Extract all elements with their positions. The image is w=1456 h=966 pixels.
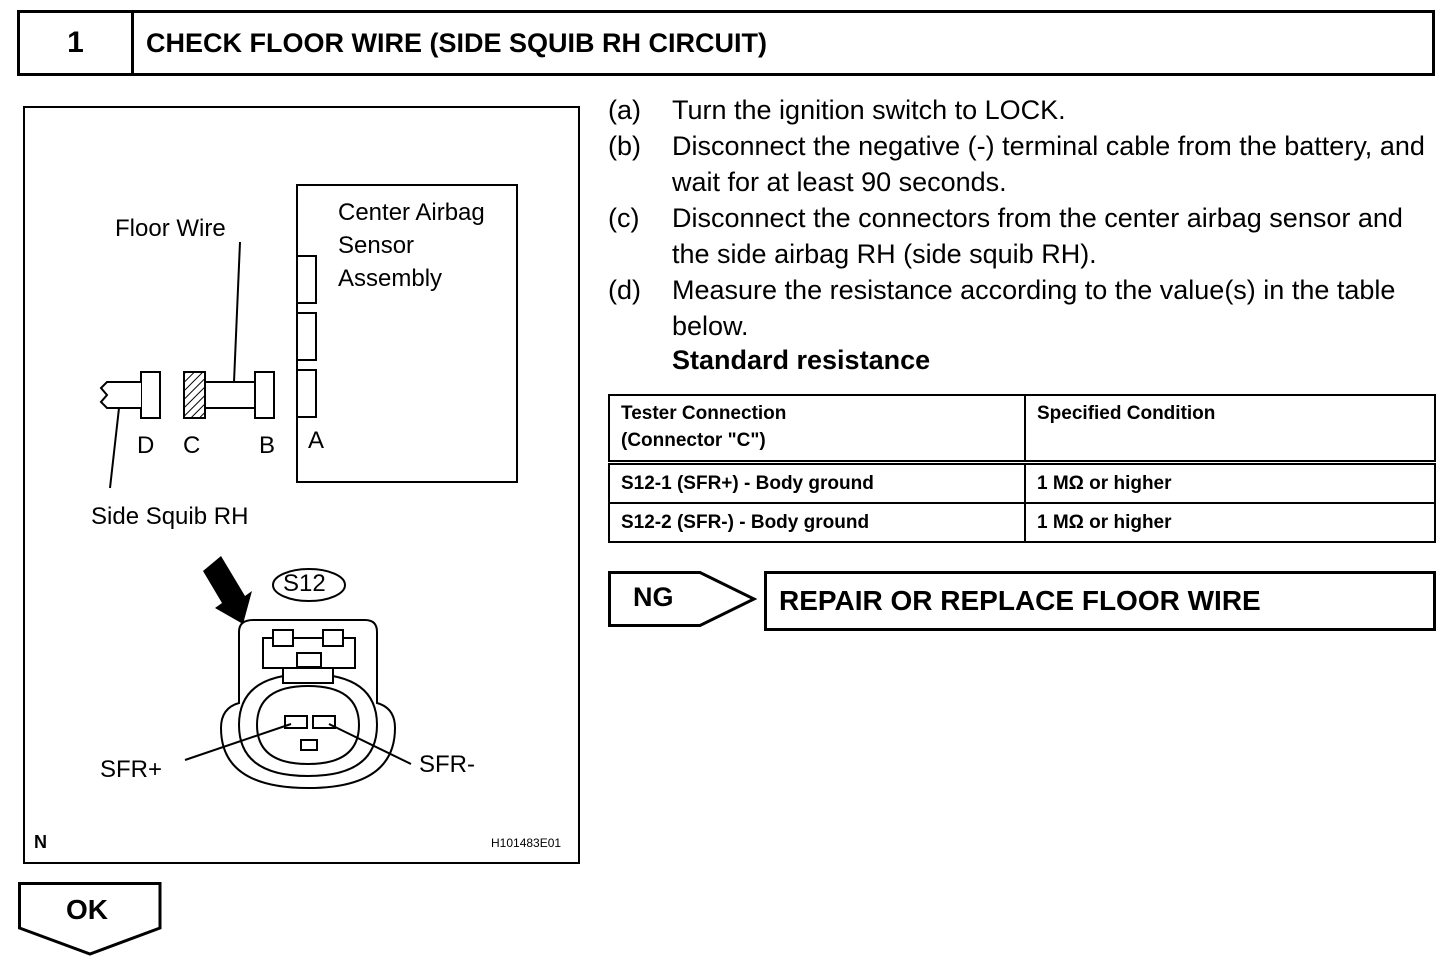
wiring-figure: Floor Wire Center Airbag Sensor Assembly… (23, 106, 580, 864)
floor-wire-leader (233, 241, 241, 383)
ok-arrow-shape (18, 882, 162, 956)
center-sensor-label-3: Assembly (338, 265, 443, 292)
sfr-minus-label: SFR- (419, 751, 475, 778)
step-number: 1 (20, 13, 134, 73)
step-text: Measure the resistance according to the … (672, 275, 1396, 341)
connector-d (140, 371, 161, 419)
floor-wire-label: Floor Wire (115, 215, 226, 242)
instruction-step: (d) Measure the resistance according to … (608, 272, 1438, 344)
floor-wire-body (204, 381, 256, 409)
squib-stub (99, 381, 141, 409)
step-letter: (c) (608, 203, 640, 233)
cell-connection: S12-1 (SFR+) - Body ground (608, 461, 1026, 504)
table-row: S12-1 (SFR+) - Body ground 1 MΩ or highe… (608, 461, 1436, 504)
table-row: S12-2 (SFR-) - Body ground 1 MΩ or highe… (608, 502, 1436, 543)
side-squib-leader (109, 407, 120, 489)
ng-result-box: REPAIR OR REPLACE FLOOR WIRE (764, 571, 1436, 631)
side-squib-label: Side Squib RH (91, 503, 249, 530)
step-letter: (b) (608, 131, 641, 161)
connector-b-label: B (259, 432, 276, 459)
center-sensor-box (296, 184, 518, 483)
sfr-plus-label: SFR+ (100, 756, 163, 783)
figure-code: H101483E01 (491, 836, 562, 850)
sensor-slot-top (296, 255, 317, 304)
instruction-step: (c) Disconnect the connectors from the c… (608, 200, 1438, 272)
instruction-step: (b) Disconnect the negative (-) terminal… (608, 128, 1438, 200)
connector-b (254, 371, 275, 419)
connector-c (183, 371, 206, 419)
cell-connection: S12-2 (SFR-) - Body ground (608, 502, 1026, 543)
connector-c-label: C (183, 432, 201, 459)
step-letter: (d) (608, 275, 641, 305)
center-sensor-label-2: Sensor (338, 232, 415, 259)
step-title: CHECK FLOOR WIRE (SIDE SQUIB RH CIRCUIT) (146, 27, 767, 58)
corner-mark: N (34, 832, 47, 852)
connector-id-oval (272, 568, 346, 602)
connector-id-label: S12 (283, 570, 326, 597)
ng-label: NG (633, 582, 674, 612)
resistance-table: Tester Connection (Connector "C") Specif… (608, 394, 1436, 543)
cell-condition: 1 MΩ or higher (1024, 461, 1436, 504)
step-header: 1 CHECK FLOOR WIRE (SIDE SQUIB RH CIRCUI… (17, 10, 1435, 76)
sfr-minus-leader (328, 723, 412, 765)
ng-arrow-shape (608, 571, 758, 627)
step-letter: (a) (608, 95, 641, 125)
center-sensor-label-1: Center Airbag (338, 199, 485, 226)
step-text: Disconnect the negative (-) terminal cab… (672, 131, 1425, 197)
sensor-slot-bottom (296, 369, 317, 418)
sfr-plus-leader (184, 723, 292, 761)
ok-label: OK (66, 894, 108, 925)
header-tester-connection: Tester Connection (Connector "C") (608, 394, 1026, 465)
wiring-diagram (99, 184, 518, 790)
pointer-arrow (203, 556, 252, 624)
standard-resistance-heading: Standard resistance (672, 345, 931, 375)
instruction-step: (a) Turn the ignition switch to LOCK. (608, 92, 1438, 128)
step-text: Disconnect the connectors from the cente… (672, 203, 1403, 269)
connector-a-label: A (308, 427, 325, 454)
header-specified-condition: Specified Condition (1024, 394, 1436, 465)
header-tester-connection-line1: Tester Connection (621, 403, 787, 424)
instruction-list: (a) Turn the ignition switch to LOCK. (b… (608, 92, 1438, 344)
connector-d-label: D (137, 432, 155, 459)
step-text: Turn the ignition switch to LOCK. (672, 95, 1066, 125)
cell-condition: 1 MΩ or higher (1024, 502, 1436, 543)
connector-face (219, 619, 397, 790)
table-header-row: Tester Connection (Connector "C") Specif… (608, 394, 1436, 465)
sensor-slot-middle (296, 312, 317, 361)
header-tester-connection-line2: (Connector "C") (621, 430, 766, 451)
